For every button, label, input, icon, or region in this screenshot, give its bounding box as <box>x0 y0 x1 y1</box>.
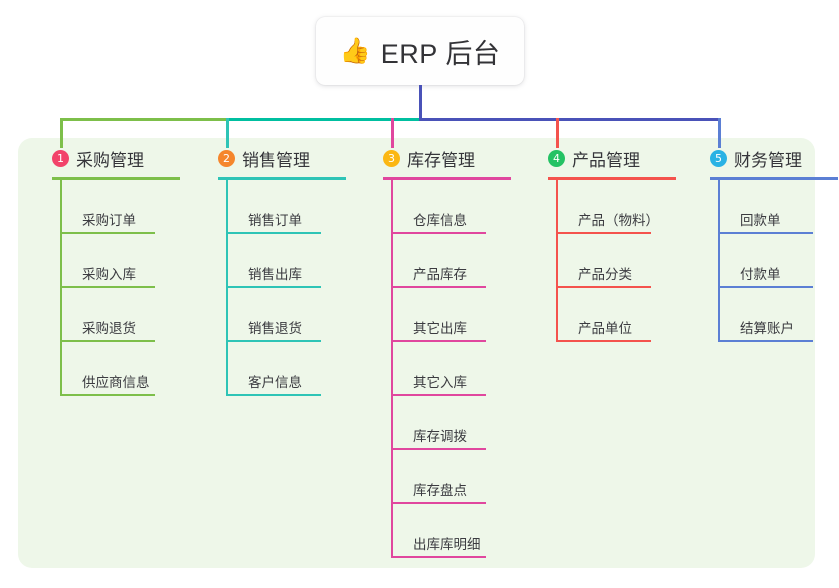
thumbs-up-icon: 👍 <box>339 36 371 65</box>
leaf-node-underline <box>60 286 155 288</box>
branch-title-underline <box>52 177 180 180</box>
leaf-node-label: 客户信息 <box>248 375 302 390</box>
leaf-node-label: 结算账户 <box>740 321 794 336</box>
branch-number-badge: 5 <box>710 150 727 167</box>
branch-title-underline <box>218 177 346 180</box>
leaf-node-label: 销售出库 <box>248 267 302 282</box>
leaf-node-label: 供应商信息 <box>82 375 150 390</box>
diagram-background-panel <box>18 138 815 568</box>
branch-title: 财务管理 <box>734 151 802 170</box>
root-node-title: ERP 后台 <box>380 38 501 69</box>
leaf-node-label: 其它入库 <box>413 375 467 390</box>
branch-number-badge: 2 <box>218 150 235 167</box>
branch-header-5[interactable]: 5 财务管理 <box>692 146 802 171</box>
bar-segment-2 <box>226 118 422 121</box>
leaf-node-underline <box>226 394 321 396</box>
leaf-node-underline <box>556 232 651 234</box>
leaf-node-underline <box>391 286 486 288</box>
leaf-node-underline <box>718 340 813 342</box>
leaf-node-label: 产品单位 <box>578 321 632 336</box>
leaf-node-label: 产品分类 <box>578 267 632 282</box>
leaf-node-label: 出库库明细 <box>413 537 481 552</box>
leaf-node-underline <box>718 286 813 288</box>
branch-number-badge: 3 <box>383 150 400 167</box>
branch-title: 库存管理 <box>407 151 475 170</box>
branch-drop-2 <box>226 118 229 148</box>
leaf-node-underline <box>391 232 486 234</box>
branch-column-2: 2 销售管理销售订单销售出库销售退货客户信息 <box>200 146 346 396</box>
leaf-node-label: 库存盘点 <box>413 483 467 498</box>
leaf-node-label: 采购入库 <box>82 267 136 282</box>
leaf-node-underline <box>60 394 155 396</box>
leaf-node-label: 仓库信息 <box>413 213 467 228</box>
leaf-node-underline <box>391 340 486 342</box>
leaf-node-underline <box>391 502 486 504</box>
leaf-node-label: 采购订单 <box>82 213 136 228</box>
branch-trunk-line <box>391 177 393 558</box>
branch-header-3[interactable]: 3 库存管理 <box>365 146 475 171</box>
branch-column-4: 4 产品管理产品（物料） 产品分类产品单位 <box>530 146 676 342</box>
branch-number-badge: 4 <box>548 150 565 167</box>
branch-header-1[interactable]: 1 采购管理 <box>34 146 144 171</box>
leaf-node-underline <box>226 232 321 234</box>
branch-drop-1 <box>60 118 63 148</box>
leaf-node-underline <box>556 286 651 288</box>
leaf-node-underline <box>226 286 321 288</box>
leaf-node-label: 销售订单 <box>248 213 302 228</box>
branch-header-2[interactable]: 2 销售管理 <box>200 146 310 171</box>
leaf-node-label: 产品（物料） <box>578 213 659 228</box>
leaf-node-underline <box>556 340 651 342</box>
bar-segment-1 <box>60 118 229 121</box>
leaf-node-underline <box>391 394 486 396</box>
branch-title-underline <box>710 177 838 180</box>
branch-title: 销售管理 <box>242 151 310 170</box>
leaf-node-label: 库存调拨 <box>413 429 467 444</box>
leaf-node-label: 回款单 <box>740 213 781 228</box>
leaf-node-label: 采购退货 <box>82 321 136 336</box>
leaf-node-label: 其它出库 <box>413 321 467 336</box>
leaf-node-label: 销售退货 <box>248 321 302 336</box>
branch-column-3: 3 库存管理仓库信息产品库存其它出库其它入库库存调拨库存盘点出库库明细 <box>365 146 511 558</box>
branch-drop-3 <box>391 118 394 148</box>
branch-title: 采购管理 <box>76 151 144 170</box>
leaf-node-label: 付款单 <box>740 267 781 282</box>
branch-column-5: 5 财务管理回款单付款单结算账户 <box>692 146 838 342</box>
leaf-node-underline <box>60 232 155 234</box>
root-stem <box>419 85 422 121</box>
branch-title: 产品管理 <box>572 151 640 170</box>
branch-drop-4 <box>556 118 559 148</box>
bar-segment-3 <box>419 118 721 121</box>
branch-drop-5 <box>718 118 721 148</box>
branch-number-badge: 1 <box>52 150 69 167</box>
branch-title-underline <box>383 177 511 180</box>
root-node[interactable]: 👍 ERP 后台 <box>316 17 524 85</box>
branch-trunk-line <box>718 177 720 342</box>
leaf-node-underline <box>391 556 486 558</box>
branch-title-underline <box>548 177 676 180</box>
leaf-node-underline <box>226 340 321 342</box>
leaf-node-underline <box>60 340 155 342</box>
branch-column-1: 1 采购管理采购订单采购入库采购退货供应商信息 <box>34 146 180 396</box>
leaf-node-underline <box>718 232 813 234</box>
branch-trunk-line <box>556 177 558 342</box>
leaf-node-label: 产品库存 <box>413 267 467 282</box>
branch-header-4[interactable]: 4 产品管理 <box>530 146 640 171</box>
leaf-node-underline <box>391 448 486 450</box>
